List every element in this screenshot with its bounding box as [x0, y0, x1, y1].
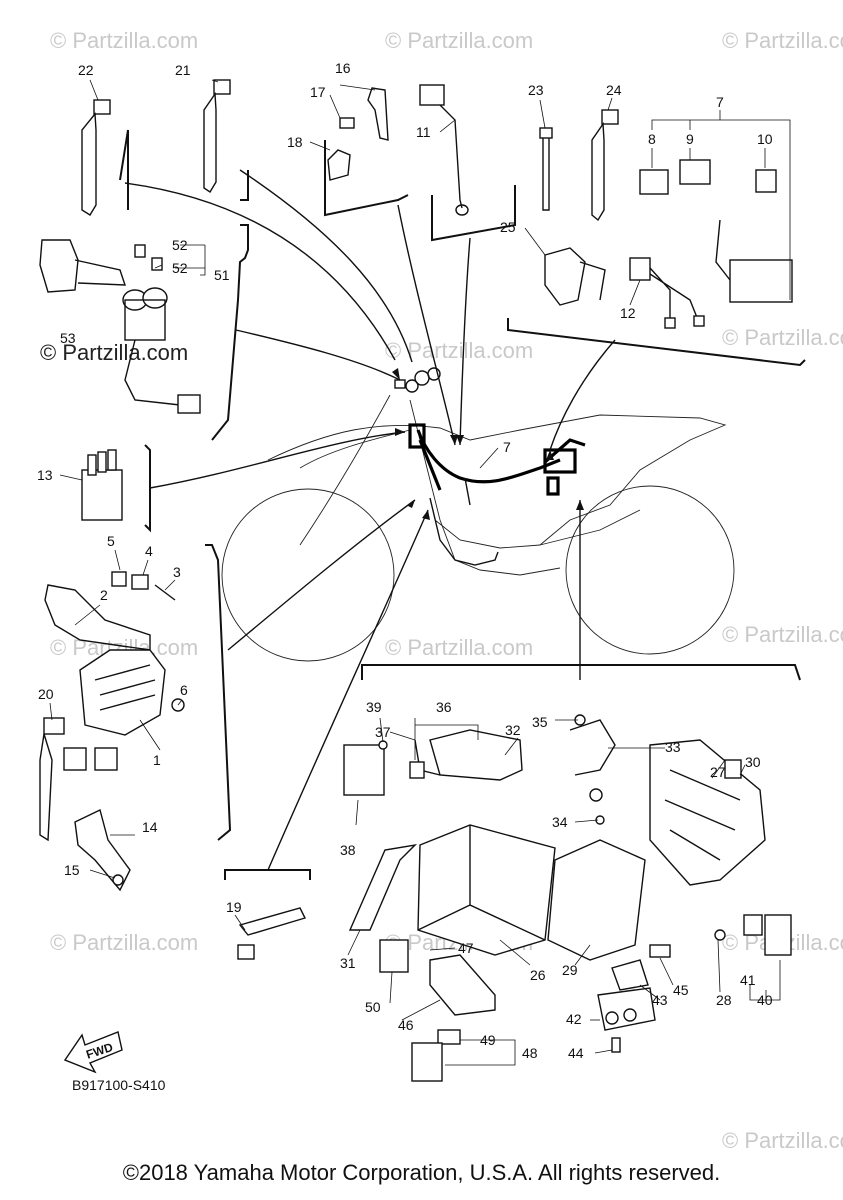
- watermark: © Partzilla.com: [722, 1128, 843, 1153]
- callout-label: 30: [745, 754, 761, 770]
- part-brackets-upper: [327, 84, 469, 216]
- callout-label: 33: [665, 739, 681, 755]
- callout-label: 49: [480, 1032, 496, 1048]
- part-rectifier-group: [39, 571, 185, 892]
- callout-label: 42: [566, 1011, 582, 1027]
- callout-label: 35: [532, 714, 548, 730]
- watermark: © Partzilla.com: [385, 28, 533, 53]
- callout-label: 8: [648, 131, 656, 147]
- callout-label: 4: [145, 543, 153, 559]
- callout-label: 1: [153, 752, 161, 768]
- callout-label: 10: [757, 131, 773, 147]
- callout-label: 40: [757, 992, 773, 1008]
- copyright-notice: ©2018 Yamaha Motor Corporation, U.S.A. A…: [122, 1160, 721, 1185]
- motorcycle-outline: [221, 394, 735, 662]
- part-fuse-holder: [39, 239, 201, 414]
- callout-label: 12: [620, 305, 636, 321]
- callout-label: 18: [287, 134, 303, 150]
- callout-label: 44: [568, 1045, 584, 1061]
- callout-label: 47: [458, 940, 474, 956]
- callout-label: 52: [172, 260, 188, 276]
- callout-label: 14: [142, 819, 158, 835]
- callout-label: 7: [716, 94, 724, 110]
- callout-label: 50: [365, 999, 381, 1015]
- watermark: © Partzilla.com: [722, 28, 843, 53]
- wire-harness: [394, 367, 586, 566]
- callout-numbers: 1 2 3 4 5 6 7 7 8 9 10 11 12 13 14 15 16…: [37, 60, 773, 1061]
- callout-label: 21: [175, 62, 191, 78]
- callout-label: 46: [398, 1017, 414, 1033]
- callout-label: 26: [530, 967, 546, 983]
- callout-label: 24: [606, 82, 622, 98]
- callout-label: 28: [716, 992, 732, 1008]
- callout-label: 52: [172, 237, 188, 253]
- callout-label: 36: [436, 699, 452, 715]
- watermark: © Partzilla.com: [385, 338, 533, 363]
- callout-label: 19: [226, 899, 242, 915]
- callout-label: 37: [375, 724, 391, 740]
- callout-label: 5: [107, 533, 115, 549]
- callout-label: 3: [173, 564, 181, 580]
- callout-label: 9: [686, 131, 694, 147]
- callout-label: 39: [366, 699, 382, 715]
- callout-label: 15: [64, 862, 80, 878]
- callout-label: 31: [340, 955, 356, 971]
- callout-leaders: [49, 79, 791, 1066]
- callout-label: 17: [310, 84, 326, 100]
- group-leader-lines: [124, 169, 616, 871]
- callout-label: 27: [710, 764, 726, 780]
- part-battery-group: [343, 714, 792, 1082]
- callout-label: 43: [652, 992, 668, 1008]
- watermark: © Partzilla.com: [50, 930, 198, 955]
- callout-label: 11: [416, 124, 431, 140]
- callout-label: 34: [552, 814, 568, 830]
- fwd-arrow: FWD: [63, 1031, 123, 1074]
- callout-label: 7: [503, 439, 511, 455]
- group-brackets: [119, 129, 806, 880]
- watermark: © Partzilla.com: [722, 622, 843, 647]
- part-cable-ties: [81, 79, 619, 222]
- callout-label: 2: [100, 587, 108, 603]
- watermark: © Partzilla.com: [722, 325, 843, 350]
- callout-label: 16: [335, 60, 351, 76]
- part-band-19: [237, 907, 306, 960]
- diagram-code: B917100-S410: [72, 1077, 166, 1093]
- callout-label: 32: [505, 722, 521, 738]
- part-relays-ecu: [544, 159, 793, 329]
- part-connector-13: [81, 449, 123, 521]
- callout-label: 45: [673, 982, 689, 998]
- callout-label: 13: [37, 467, 53, 483]
- watermark: © Partzilla.com: [50, 28, 198, 53]
- callout-label: 48: [522, 1045, 538, 1061]
- callout-label: 41: [740, 972, 756, 988]
- callout-label: 22: [78, 62, 94, 78]
- callout-label: 6: [180, 682, 188, 698]
- callout-label: 38: [340, 842, 356, 858]
- callout-label: 25: [500, 219, 516, 235]
- callout-label: 53: [60, 330, 76, 346]
- watermark-layer: © Partzilla.com © Partzilla.com © Partzi…: [40, 28, 843, 1153]
- callout-label: 20: [38, 686, 54, 702]
- watermark-dark: © Partzilla.com: [40, 340, 188, 365]
- callout-label: 23: [528, 82, 544, 98]
- watermark: © Partzilla.com: [385, 635, 533, 660]
- callout-label: 29: [562, 962, 578, 978]
- callout-label: 51: [214, 267, 230, 283]
